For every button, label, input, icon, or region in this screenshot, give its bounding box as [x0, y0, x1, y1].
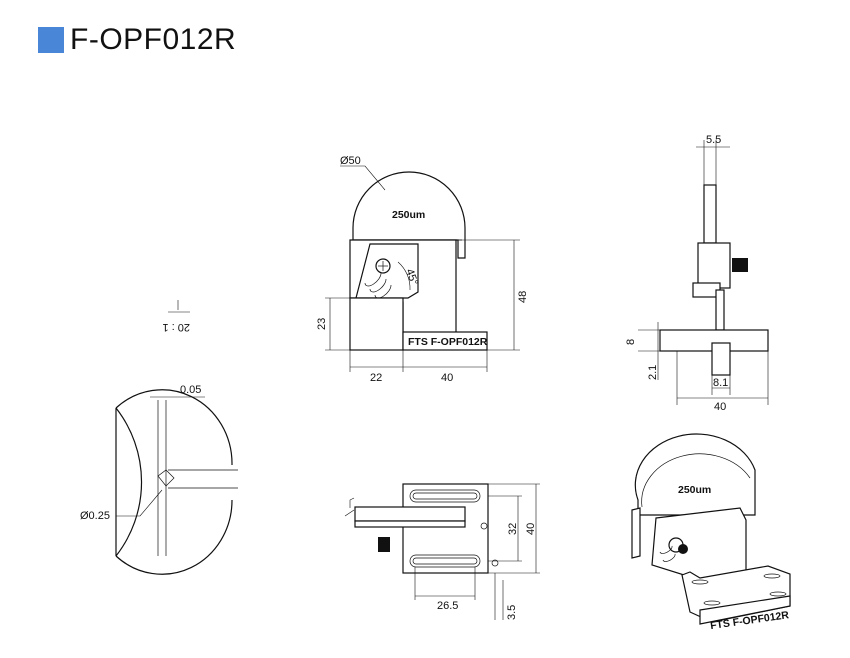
front-angle-label: 45°	[403, 267, 420, 287]
detail-offset: 0.05	[180, 384, 201, 396]
scale-text: 20 : 1	[162, 321, 190, 333]
front-base-left	[349, 297, 404, 351]
top-slot-spacing: 32	[507, 523, 519, 535]
top-knob	[378, 537, 390, 552]
side-view: 5.5 8 2.1 8.1 40	[625, 134, 769, 413]
side-base-height: 8	[625, 339, 637, 345]
title-marker	[38, 27, 64, 53]
side-slot: 8.1	[713, 377, 728, 389]
top-depth: 40	[525, 523, 537, 535]
top-offset: 3.5	[506, 605, 518, 620]
side-body	[697, 242, 731, 289]
detail-view: 0.05 Ø0.25	[80, 384, 238, 575]
front-width-left: 22	[370, 372, 382, 384]
top-view: 32 40 26.5 3.5	[344, 483, 540, 620]
front-plate-label: FTS F-OPF012R	[408, 336, 488, 348]
side-knob	[732, 258, 748, 272]
front-view: 250um Ø50 45° FTS F-OPF012R 48 23 22	[316, 155, 529, 384]
front-mirror-label: 250um	[392, 209, 425, 221]
front-height-base: 23	[316, 318, 328, 330]
scale-note: 20 : 1	[162, 300, 190, 333]
front-base-plate	[402, 331, 488, 351]
front-height-total: 48	[517, 291, 529, 303]
top-width: 26.5	[437, 600, 458, 612]
top-plate	[402, 483, 489, 574]
side-width: 40	[714, 401, 726, 413]
iso-mirror-label: 250um	[678, 484, 711, 496]
mirror-disc	[352, 171, 466, 259]
side-mirror	[703, 184, 717, 244]
side-thickness: 5.5	[706, 134, 721, 146]
side-offset: 2.1	[647, 365, 659, 380]
page-title: F-OPF012R	[38, 22, 236, 58]
front-width-right: 40	[441, 372, 453, 384]
iso-mirror	[634, 433, 756, 516]
title-text: F-OPF012R	[70, 23, 237, 56]
detail-diameter: Ø0.25	[80, 510, 110, 522]
iso-view: 250um FTS F-OPF012R	[631, 433, 791, 632]
iso-body	[651, 507, 747, 581]
front-diameter-label: Ø50	[340, 155, 361, 167]
